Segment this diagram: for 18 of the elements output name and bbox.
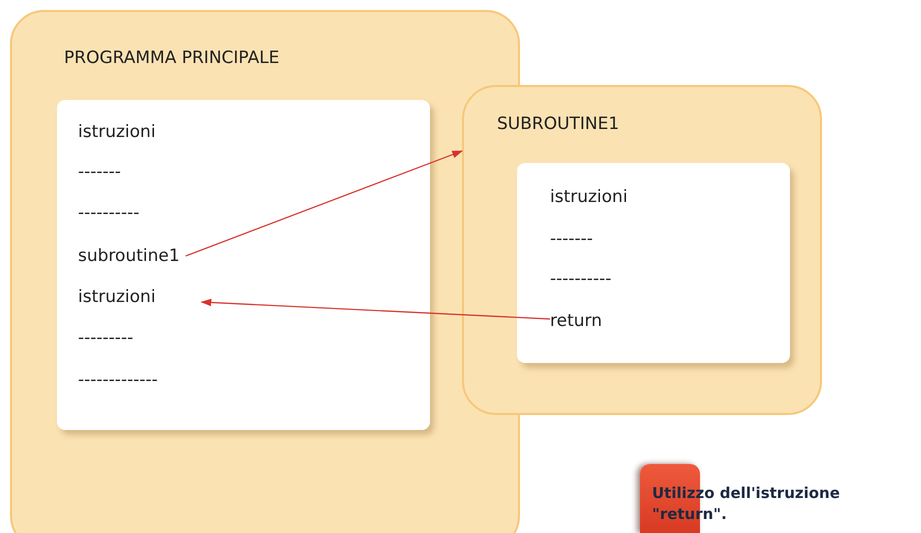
box-heading: PROGRAMMA PRINCIPALE xyxy=(64,48,280,68)
code-line: istruzioni xyxy=(78,122,156,142)
code-line: ---------- xyxy=(78,203,140,223)
arrow xyxy=(200,298,550,320)
code-panel xyxy=(57,100,430,430)
code-line: --------- xyxy=(78,328,134,348)
code-line: istruzioni xyxy=(78,287,156,307)
code-panel xyxy=(517,163,790,363)
box-heading: SUBROUTINE1 xyxy=(497,114,620,134)
code-line: return xyxy=(550,311,602,331)
code-line: ---------- xyxy=(550,269,612,289)
arrow xyxy=(185,150,463,257)
subroutine-box xyxy=(462,85,822,415)
code-line: subroutine1 xyxy=(78,246,180,266)
code-line: ------- xyxy=(78,162,121,182)
code-line: ------- xyxy=(550,229,593,249)
code-line: ------------- xyxy=(78,370,158,390)
code-line: istruzioni xyxy=(550,187,628,207)
